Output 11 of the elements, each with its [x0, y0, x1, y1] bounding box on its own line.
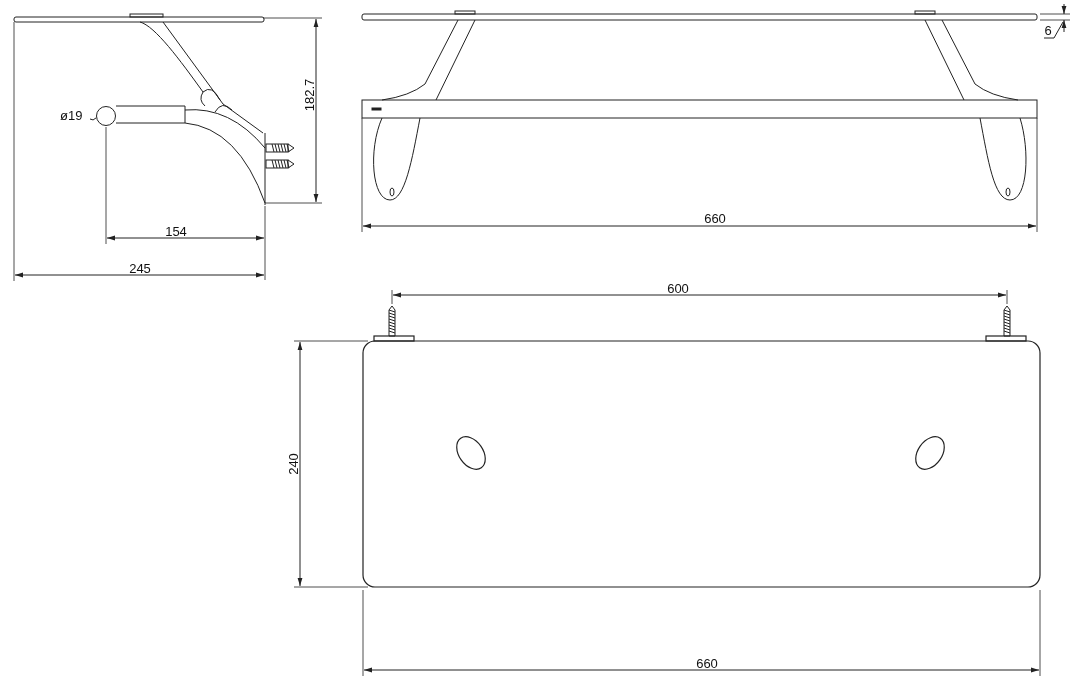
dimension-label: 245 [129, 261, 151, 275]
dimension-label: 660 [696, 656, 718, 670]
dimension-label: 6 [1044, 23, 1052, 37]
diameter-label: ø19 [60, 108, 83, 124]
dimension-label: 600 [667, 281, 689, 295]
rail-end-circle [96, 106, 116, 126]
dimension-label: 154 [165, 224, 187, 238]
dimension-label: 660 [704, 211, 726, 225]
dimension-label: 182.7 [302, 78, 316, 112]
leader-line [89, 117, 97, 121]
dimension-label: 240 [286, 453, 300, 475]
